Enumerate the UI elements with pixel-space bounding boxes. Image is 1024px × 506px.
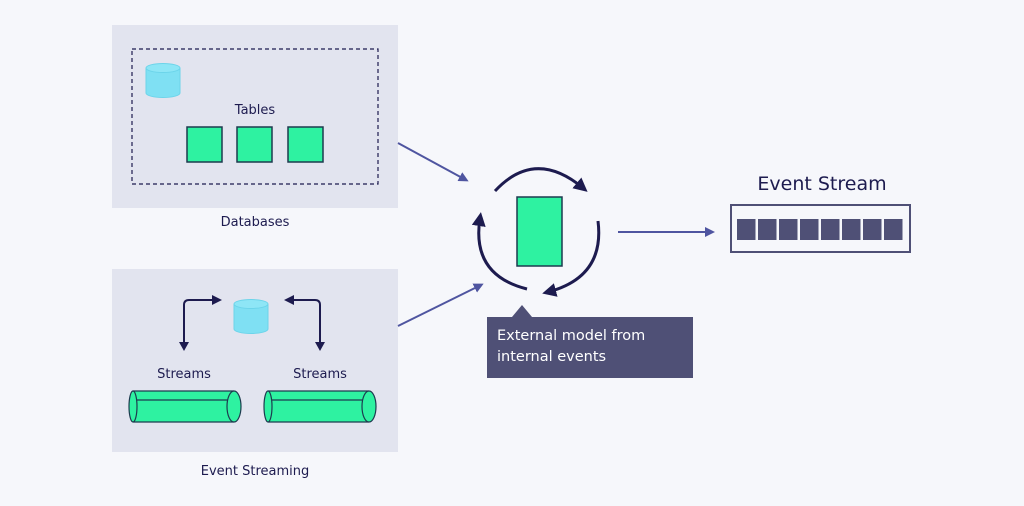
event-stream-box [730, 204, 911, 253]
cycle-arrow-left [471, 212, 528, 291]
stream-arrow-right [284, 295, 321, 343]
event-block [737, 219, 756, 240]
event-block [863, 219, 882, 240]
callout-line-1: External model from [497, 328, 646, 344]
databases-panel [112, 25, 398, 208]
arrowhead-down-icon [315, 342, 325, 351]
table-block [186, 126, 223, 163]
streams-label-left: Streams [157, 367, 211, 382]
table-block [236, 126, 273, 163]
database-icon [233, 299, 269, 334]
event-block [884, 219, 903, 240]
event-block [758, 219, 777, 240]
callout-pointer [512, 305, 532, 317]
event-block [842, 219, 861, 240]
event-streaming-label: Event Streaming [200, 464, 310, 479]
external-model-callout: External model from internal events [487, 317, 693, 378]
event-block [821, 219, 840, 240]
external-model-block [516, 196, 563, 267]
streams-label-right: Streams [293, 367, 347, 382]
event-block [800, 219, 819, 240]
arrowhead-down-icon [179, 342, 189, 351]
event-block [779, 219, 798, 240]
cycle-arrow-right [542, 220, 601, 297]
tables-dashed-container [131, 48, 379, 185]
tables-label: Tables [234, 103, 276, 118]
callout-line-2: internal events [497, 349, 607, 365]
stream-cylinder [128, 390, 242, 423]
event-stream-title: Event Stream [757, 173, 887, 195]
stream-arrow-left [183, 295, 222, 343]
databases-to-model-arrow [397, 142, 469, 182]
database-icon [145, 63, 181, 98]
table-block [287, 126, 324, 163]
event-blocks [737, 219, 903, 240]
streaming-to-model-arrow [397, 283, 484, 327]
cycle-arrow-top [493, 167, 588, 193]
stream-cylinder [263, 390, 377, 423]
databases-label: Databases [220, 215, 290, 230]
